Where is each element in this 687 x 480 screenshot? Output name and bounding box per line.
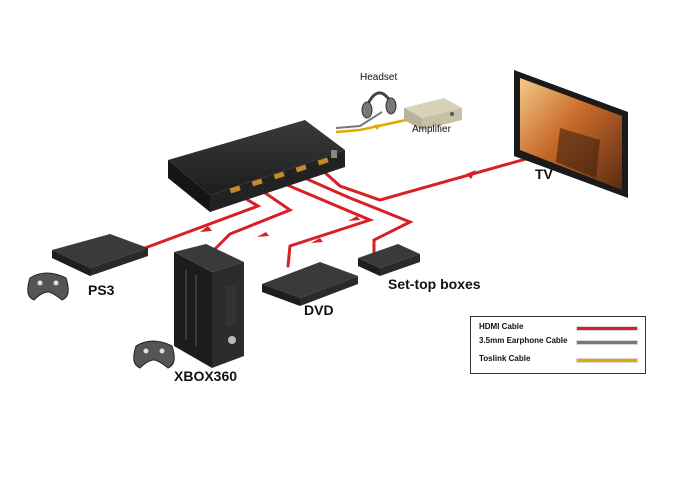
hdmi-port bbox=[273, 171, 285, 180]
legend-label: HDMI Cable bbox=[479, 322, 524, 331]
hdmi-port bbox=[229, 185, 241, 194]
audio-port bbox=[331, 150, 337, 158]
hdmi-cable-settop bbox=[298, 174, 414, 254]
hdmi-port bbox=[251, 178, 263, 187]
hdmi-port bbox=[295, 164, 307, 173]
arrow-marker bbox=[311, 238, 323, 243]
ps3-console bbox=[52, 234, 148, 276]
arrow-marker bbox=[466, 170, 476, 179]
xbox-label: XBOX360 bbox=[174, 368, 238, 384]
settop-label: Set-top boxes bbox=[388, 276, 481, 292]
amplifier-device bbox=[404, 98, 462, 130]
earphone-cable bbox=[335, 111, 383, 129]
settop-box bbox=[358, 244, 420, 276]
arrow-marker bbox=[200, 226, 212, 232]
hdmi-cable-dvd bbox=[278, 180, 375, 268]
arrow-marker bbox=[257, 232, 269, 237]
arrow-marker bbox=[348, 216, 360, 221]
tv-label: TV bbox=[535, 166, 553, 182]
legend-label: 3.5mm Earphone Cable bbox=[479, 336, 568, 345]
legend-swatch bbox=[577, 327, 637, 330]
gamepad-icon bbox=[133, 340, 175, 369]
hdmi-switch-box bbox=[168, 120, 345, 212]
arrow-marker bbox=[374, 124, 382, 130]
cable-legend: HDMI Cable 3.5mm Earphone Cable Toslink … bbox=[470, 316, 646, 374]
legend-item-toslink: Toslink Cable bbox=[479, 355, 639, 371]
legend-item-hdmi: HDMI Cable bbox=[479, 323, 639, 339]
legend-swatch bbox=[577, 359, 637, 362]
dvd-player bbox=[262, 262, 358, 306]
hdmi-cable-arrows bbox=[200, 170, 476, 243]
headset-label: Headset bbox=[360, 72, 398, 83]
legend-item-earphone: 3.5mm Earphone Cable bbox=[479, 337, 639, 353]
headset-icon bbox=[361, 91, 397, 119]
legend-swatch bbox=[577, 341, 637, 344]
hdmi-cable-xbox bbox=[212, 184, 294, 252]
dvd-label: DVD bbox=[304, 302, 334, 318]
ps3-label: PS3 bbox=[88, 282, 115, 298]
amplifier-label: Amplifier bbox=[412, 124, 451, 135]
tv-device bbox=[514, 70, 628, 198]
legend-label: Toslink Cable bbox=[479, 354, 531, 363]
toslink-cable bbox=[335, 118, 407, 134]
xbox360-console bbox=[174, 244, 244, 368]
gamepad-icon bbox=[27, 272, 69, 301]
hdmi-cable-tv bbox=[320, 153, 542, 202]
hdmi-port bbox=[317, 157, 329, 166]
